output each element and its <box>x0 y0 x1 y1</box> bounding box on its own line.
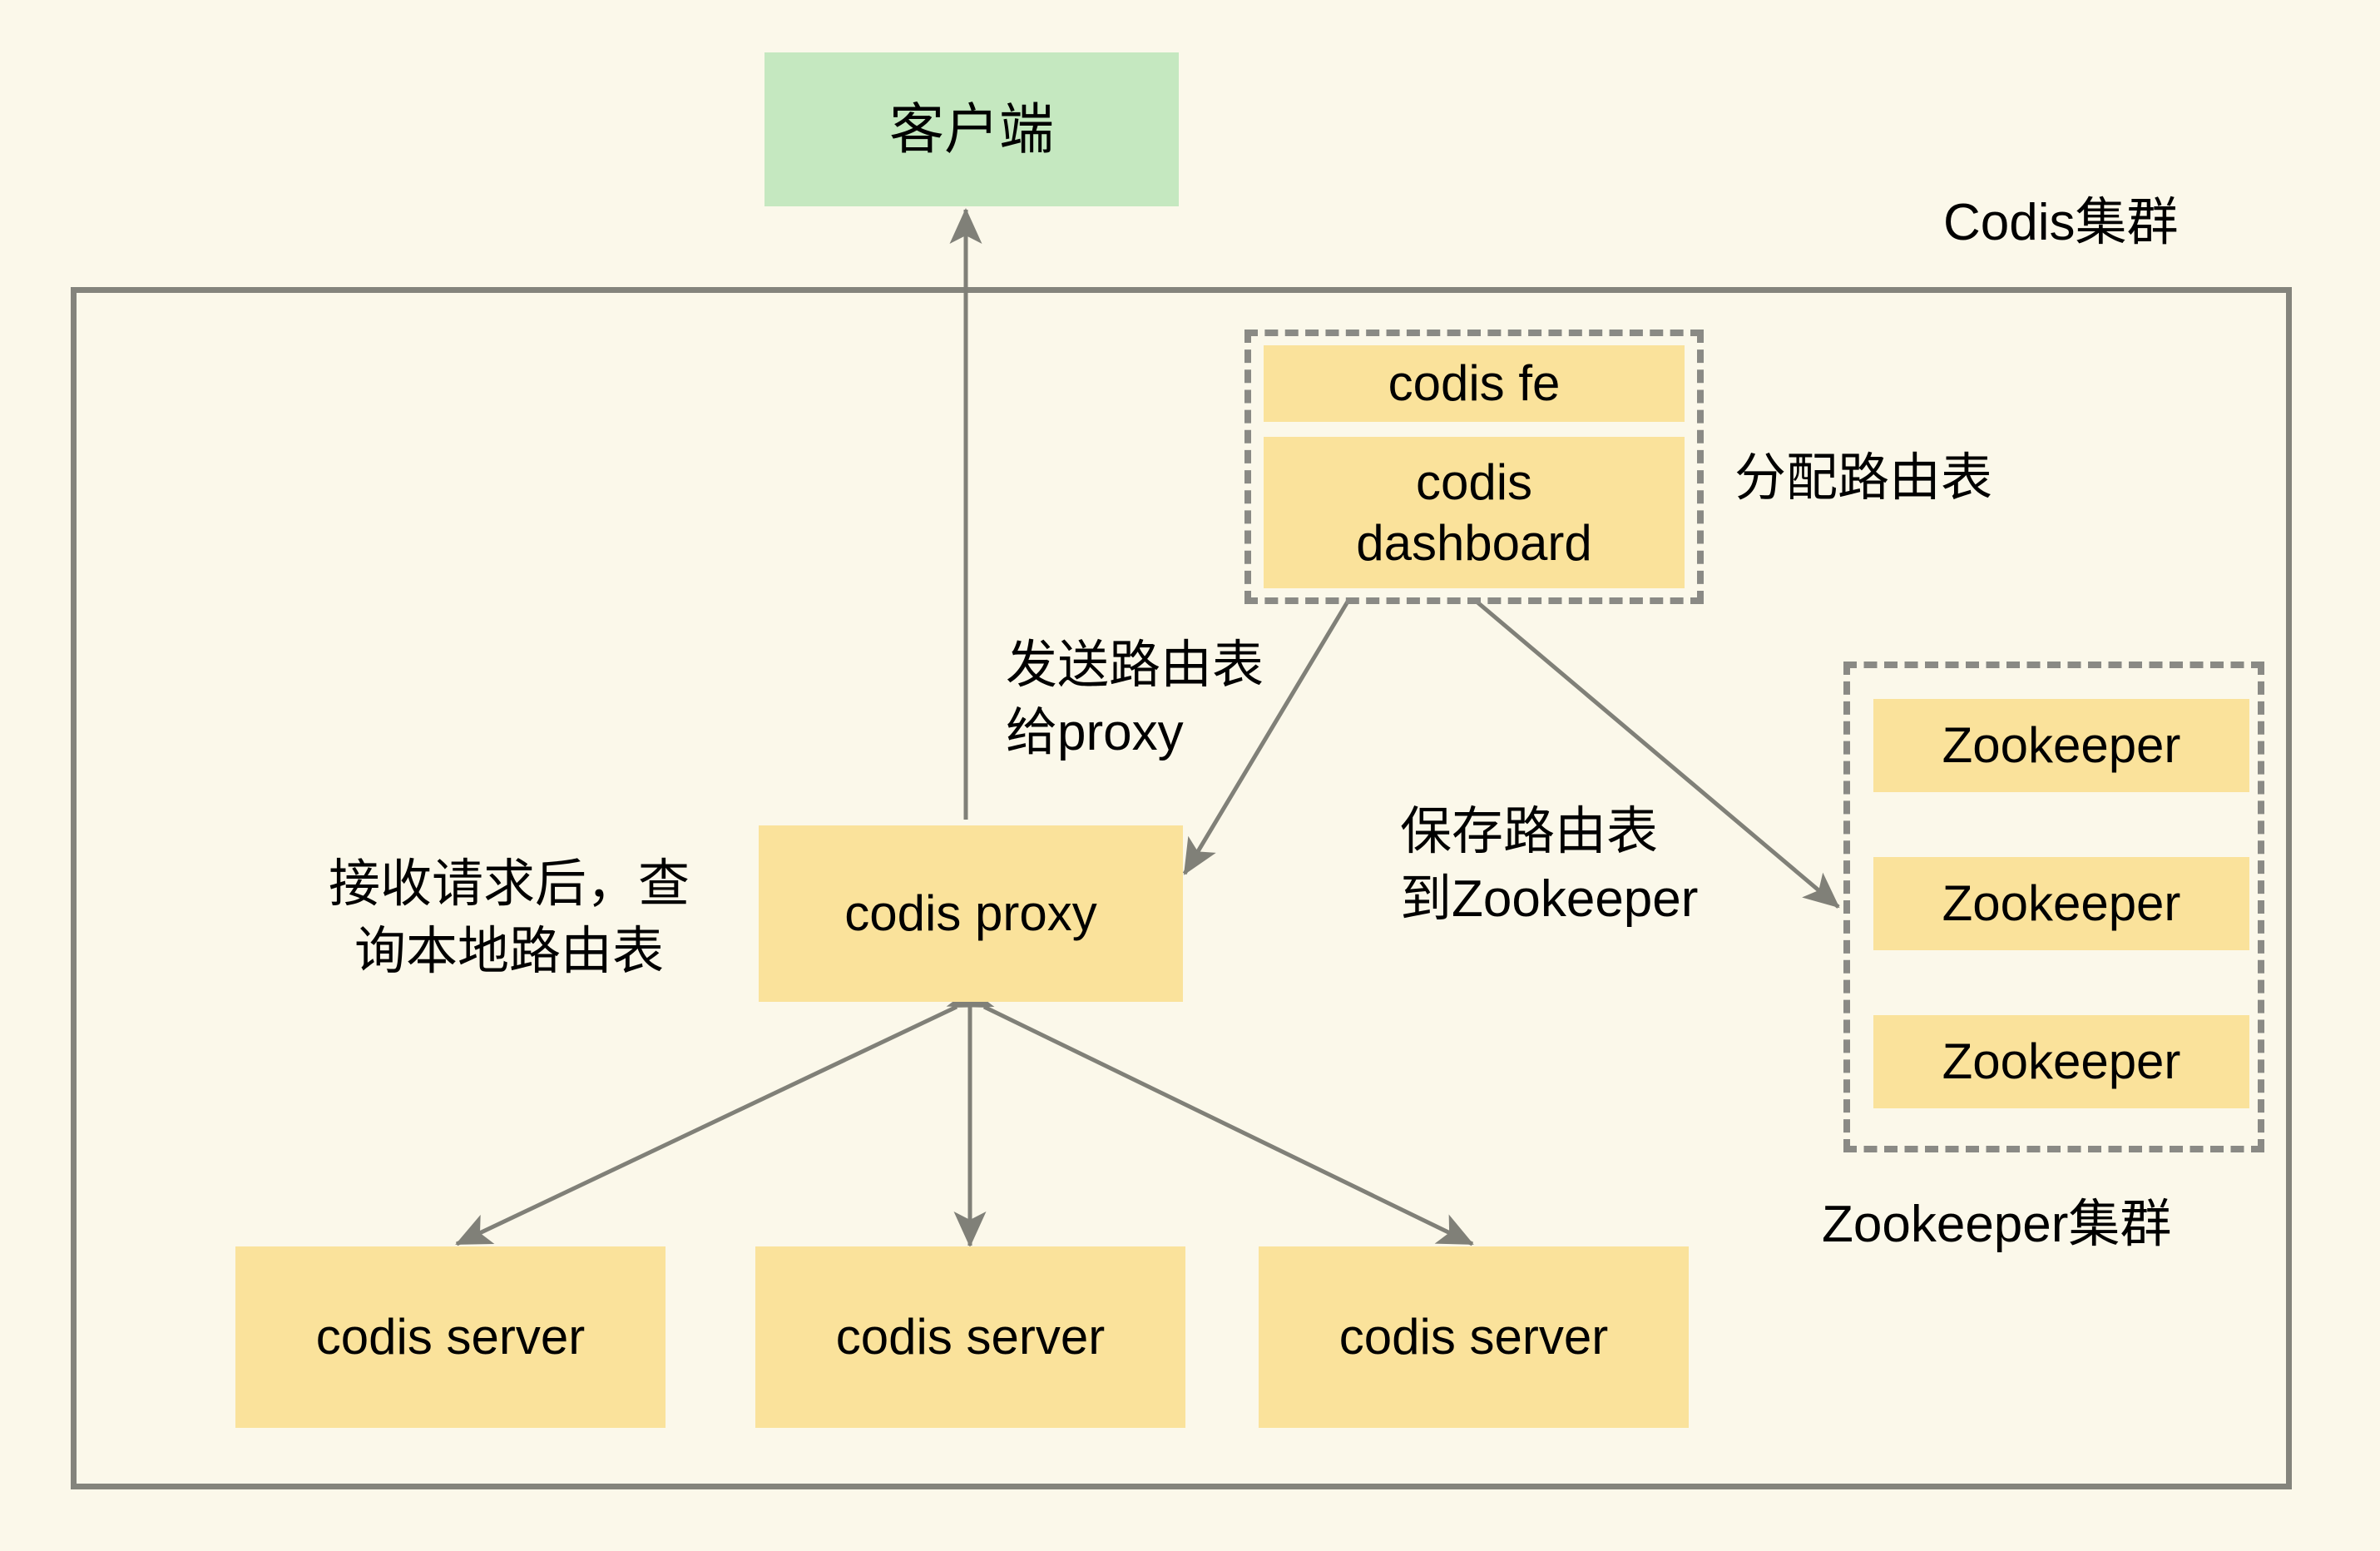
node-codis-server-2[interactable]: codis server <box>755 1246 1185 1428</box>
node-codis-proxy[interactable]: codis proxy <box>759 825 1183 1002</box>
label-query-local-route-table: 接收请求后，查 询本地路由表 <box>328 855 690 980</box>
node-zookeeper-2[interactable]: Zookeeper <box>1873 857 2249 950</box>
label-save-route-table-to-zookeeper: 保存路由表 到Zookeeper <box>1400 803 1699 928</box>
label-send-route-table-to-proxy: 发送路由表 给proxy <box>1006 637 1264 761</box>
codis-cluster-label: Codis集群 <box>1943 194 2179 251</box>
node-codis-dashboard[interactable]: codis dashboard <box>1264 437 1685 588</box>
node-zookeeper-1[interactable]: Zookeeper <box>1873 699 2249 792</box>
node-codis-server-3[interactable]: codis server <box>1259 1246 1689 1428</box>
codis-cluster-container <box>71 287 2292 1489</box>
node-codis-server-1[interactable]: codis server <box>235 1246 666 1428</box>
node-client[interactable]: 客户端 <box>764 52 1179 206</box>
codis-admin-group <box>1244 330 1704 604</box>
node-zookeeper-3[interactable]: Zookeeper <box>1873 1015 2249 1108</box>
zookeeper-cluster-label: Zookeeper集群 <box>1822 1196 2172 1253</box>
node-codis-fe[interactable]: codis fe <box>1264 345 1685 422</box>
zookeeper-group <box>1843 662 2264 1152</box>
label-assign-route-table: 分配路由表 <box>1734 449 1993 507</box>
